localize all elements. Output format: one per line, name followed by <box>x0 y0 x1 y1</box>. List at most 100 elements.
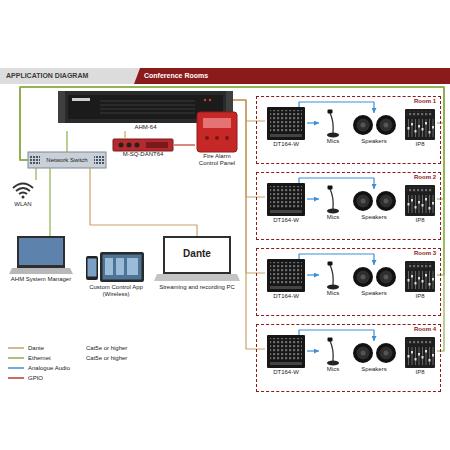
screen-logo: Dante <box>154 248 240 260</box>
card-knob <box>135 143 140 148</box>
cable-line <box>307 122 319 123</box>
tablet-ui <box>105 258 113 275</box>
legend-row: Dante <box>8 344 84 352</box>
fire-alarm-panel: Fire Alarm Control Panel <box>195 112 239 167</box>
control-surface: IP8 <box>403 261 437 300</box>
diagram-title: APPLICATION DIAGRAM <box>6 68 88 84</box>
cable-line <box>299 330 374 341</box>
speaker-pair: Speakers <box>351 341 397 373</box>
tablet-art <box>86 252 144 282</box>
cable-line <box>299 102 374 113</box>
legend-text: Ethernet <box>28 354 51 362</box>
microphone: Mics <box>319 183 347 221</box>
room-label: Room 2 <box>414 174 436 181</box>
tablet-device: Custom Control App (Wireless) <box>84 248 148 298</box>
wifi-icon-art <box>13 184 33 199</box>
panel-button <box>215 136 219 140</box>
room-label: Room 1 <box>414 98 436 105</box>
network-switch-art <box>28 152 106 168</box>
switch-ports <box>30 155 40 165</box>
cable-line <box>20 87 444 199</box>
speaker-pair: Speakers <box>351 189 397 221</box>
room-equipment <box>267 183 435 216</box>
rack-ear <box>58 91 65 123</box>
room-equipment <box>267 259 435 292</box>
panel-button <box>225 136 229 140</box>
cable-spec: Cat5e or higher <box>86 354 127 362</box>
card-port <box>146 142 168 148</box>
header-label: Conference Rooms <box>144 68 208 84</box>
control-surface: IP8 <box>403 185 437 224</box>
cable-line <box>66 131 67 152</box>
room-label: Room 3 <box>414 250 436 257</box>
cable-line <box>124 131 125 139</box>
legend-row: GPIO <box>8 374 84 382</box>
device-caption: Streaming and recording PC <box>154 284 240 291</box>
header-bar <box>134 68 450 84</box>
rack-led <box>204 99 206 101</box>
panel-display <box>203 118 231 128</box>
device-label: Network Switch <box>46 157 87 164</box>
dante-card-art <box>113 139 173 151</box>
device-caption: DT164-W <box>265 293 307 300</box>
cable-line <box>299 254 374 265</box>
cable-line <box>307 198 319 199</box>
device-caption: Speakers <box>351 290 397 297</box>
legend: DanteEthernetAnalogue AudioGPIO <box>8 344 84 388</box>
device-caption: Fire Alarm Control Panel <box>195 153 239 167</box>
laptop: DanteStreaming and recording PC <box>154 236 240 291</box>
rack-led <box>209 99 211 101</box>
cable-line <box>307 350 319 351</box>
microphone: Mics <box>319 335 347 373</box>
cable-line <box>35 168 36 180</box>
cable-line <box>233 100 265 121</box>
cable-spec: Cat5e or higher <box>86 344 127 352</box>
room-zone: Room 2 DT164-W Mics Speakers IP8 <box>256 172 441 240</box>
legend-line-sample <box>8 357 24 359</box>
rack-logo <box>72 98 90 101</box>
cable-line <box>307 274 319 275</box>
room-equipment <box>267 107 435 140</box>
header-bar <box>0 68 140 84</box>
room-zone: Room 4DT164-WMicsSpeakersIP8 <box>256 324 441 392</box>
speaker-pair: Speakers <box>351 265 397 297</box>
room-zone: Room 1DT164-WMicsSpeakersIP8 <box>256 96 441 164</box>
panel-body <box>197 112 237 152</box>
device-caption: Custom Control App (Wireless) <box>84 284 148 298</box>
device-caption: Mics <box>319 214 347 221</box>
wlan-icon: WLAN <box>6 180 40 208</box>
device-caption: DT164-W <box>265 141 307 148</box>
device-caption: Mics <box>319 366 347 373</box>
device-caption: IP8 <box>403 217 437 224</box>
switch-ports <box>94 155 104 165</box>
device-caption: DT164-W <box>265 217 307 224</box>
tablet-ui <box>127 258 138 275</box>
microphone: Mics <box>319 259 347 297</box>
wall-plate-box: DT164-W <box>265 259 307 300</box>
dante-card: M-SQ-DANT64 <box>112 139 174 158</box>
laptop: AHM System Manager <box>8 236 74 283</box>
rack-vents <box>100 101 195 113</box>
tablet-screen <box>103 255 142 280</box>
legend-line-sample <box>8 377 24 379</box>
legend-sample <box>8 374 24 382</box>
switch-body <box>28 152 106 168</box>
wifi-arc <box>19 193 27 195</box>
tablet-ui <box>116 258 124 275</box>
room-equipment <box>267 335 435 368</box>
device-caption: Speakers <box>351 138 397 145</box>
legend-text: Analogue Audio <box>28 364 70 372</box>
wall-plate-box: DT164-W <box>265 107 307 148</box>
cable-line <box>299 178 374 189</box>
laptop-screen <box>19 238 63 265</box>
phone-screen <box>88 259 97 277</box>
device-caption: Speakers <box>351 214 397 221</box>
legend-text: Dante <box>28 344 44 352</box>
cable-line <box>49 168 50 236</box>
fire-panel-art <box>197 112 237 152</box>
legend-line-sample <box>8 347 24 349</box>
cable-line <box>20 87 444 351</box>
